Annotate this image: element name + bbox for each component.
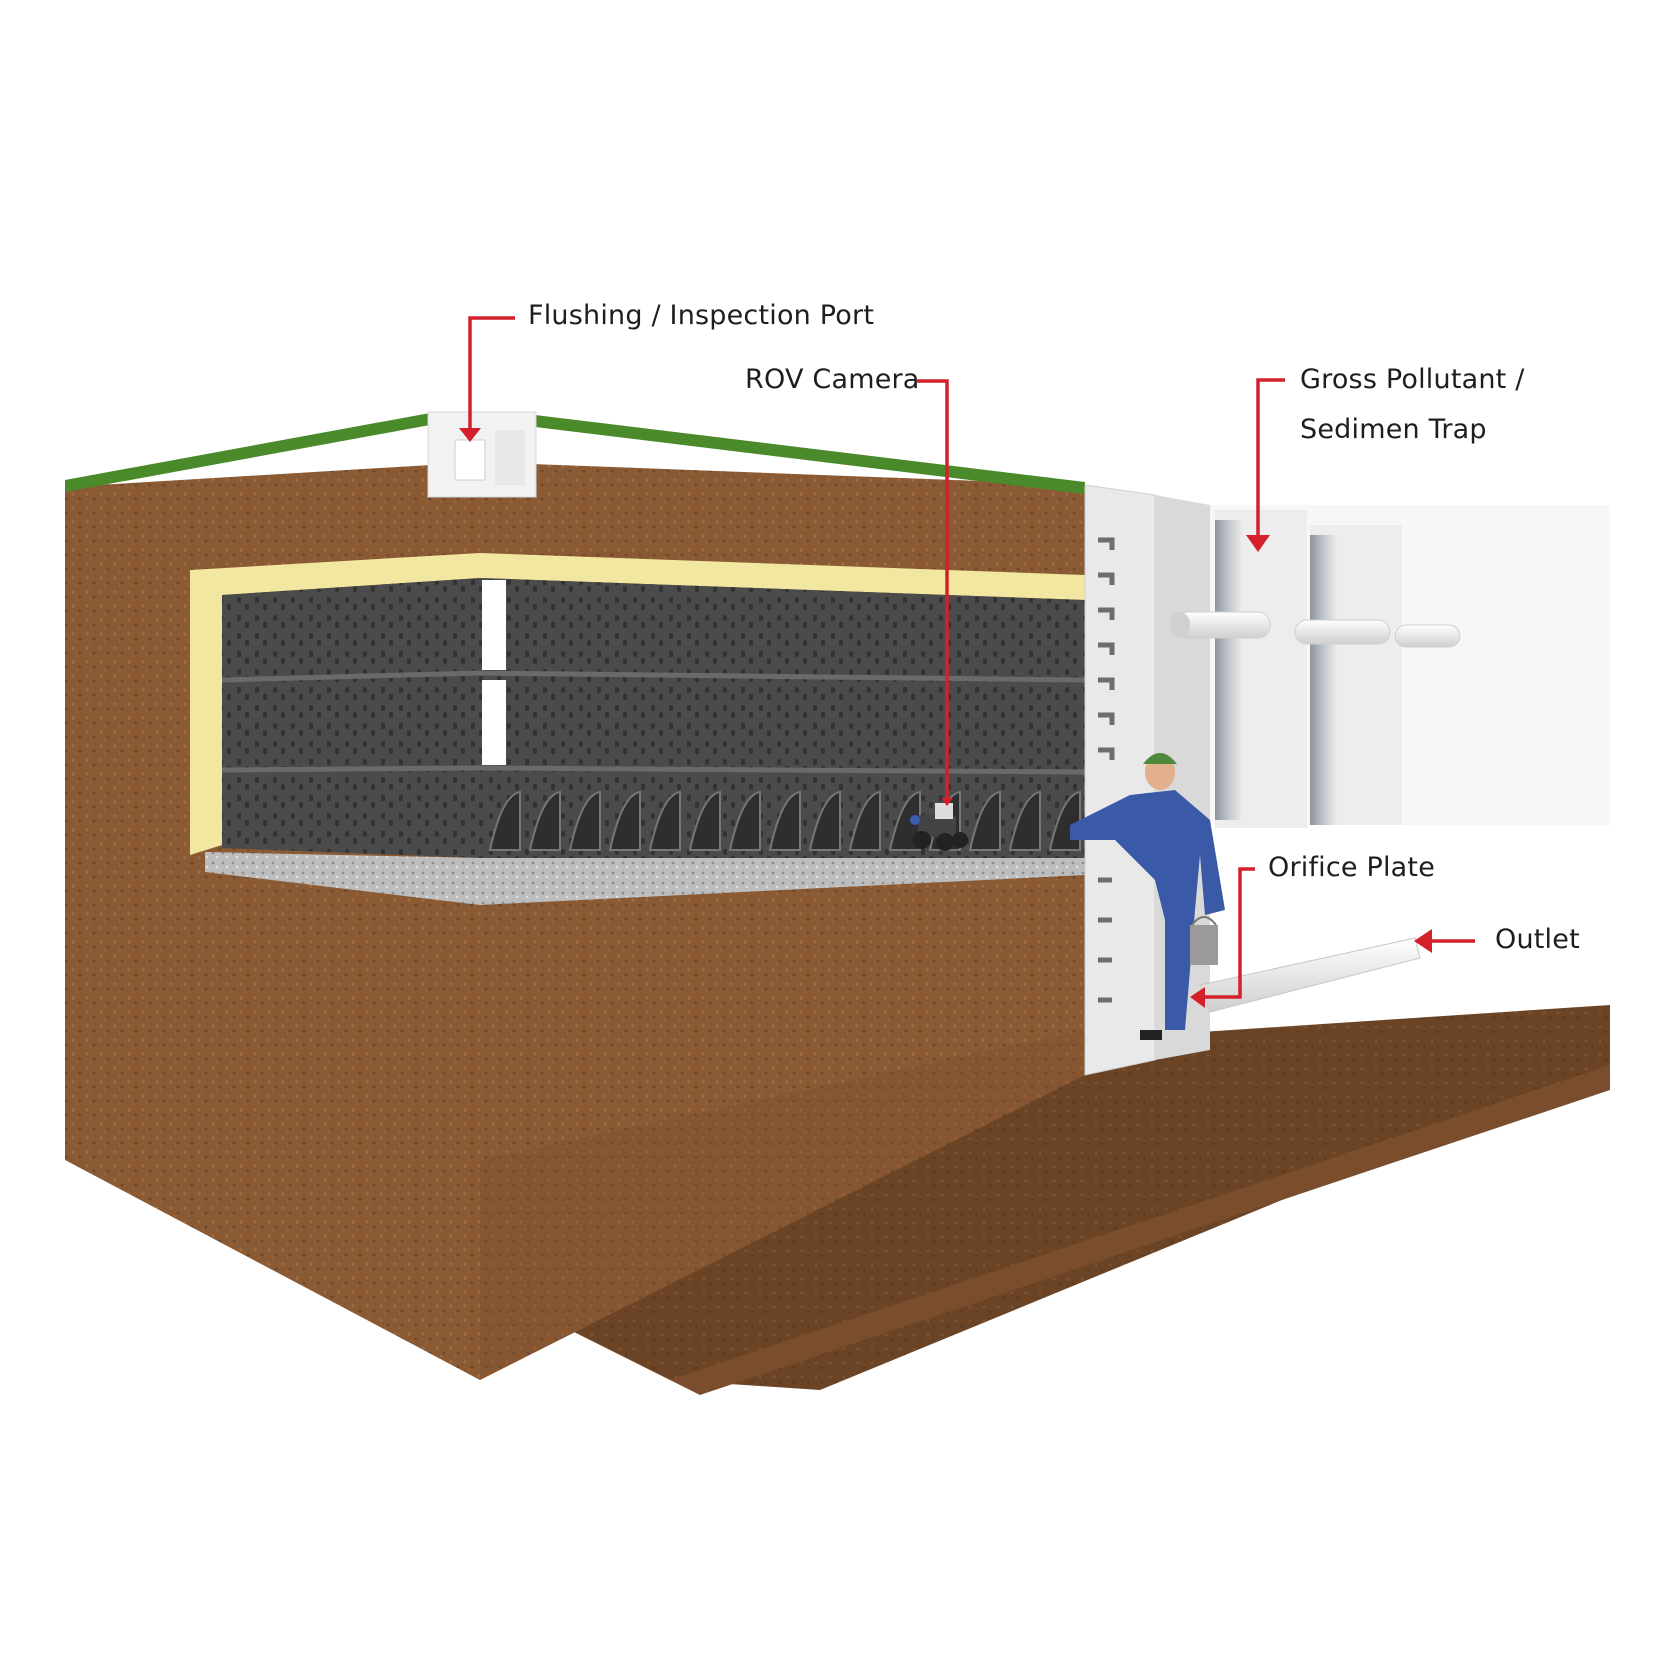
label-gross-pollutant-line1: Gross Pollutant / [1300, 364, 1525, 395]
label-orifice-plate: Orifice Plate [1268, 852, 1436, 883]
callout-outlet-line [1414, 929, 1475, 953]
label-sediment-trap-line2: Sedimen Trap [1300, 414, 1487, 445]
label-rov-camera: ROV Camera [745, 364, 920, 395]
callout-gross-pollutant-line [1246, 378, 1285, 552]
geotextile-wrap [190, 553, 1085, 855]
storage-modules [221, 578, 1086, 858]
flushing-inspection-port [427, 411, 537, 498]
callout-orifice-plate-line [1190, 867, 1255, 1008]
label-outlet: Outlet [1495, 924, 1580, 955]
ground-platform [490, 1005, 1610, 1395]
callout-rov-camera-line [917, 379, 953, 806]
label-flushing-inspection-port: Flushing / Inspection Port [528, 300, 875, 331]
gravel-bed [205, 852, 1085, 905]
gross-pollutant-traps [1170, 505, 1610, 828]
outlet-pipe [1199, 937, 1421, 1013]
rov-camera-device [910, 803, 968, 851]
worker-figure [1070, 753, 1225, 1040]
callout-flushing-port-line [459, 316, 515, 442]
